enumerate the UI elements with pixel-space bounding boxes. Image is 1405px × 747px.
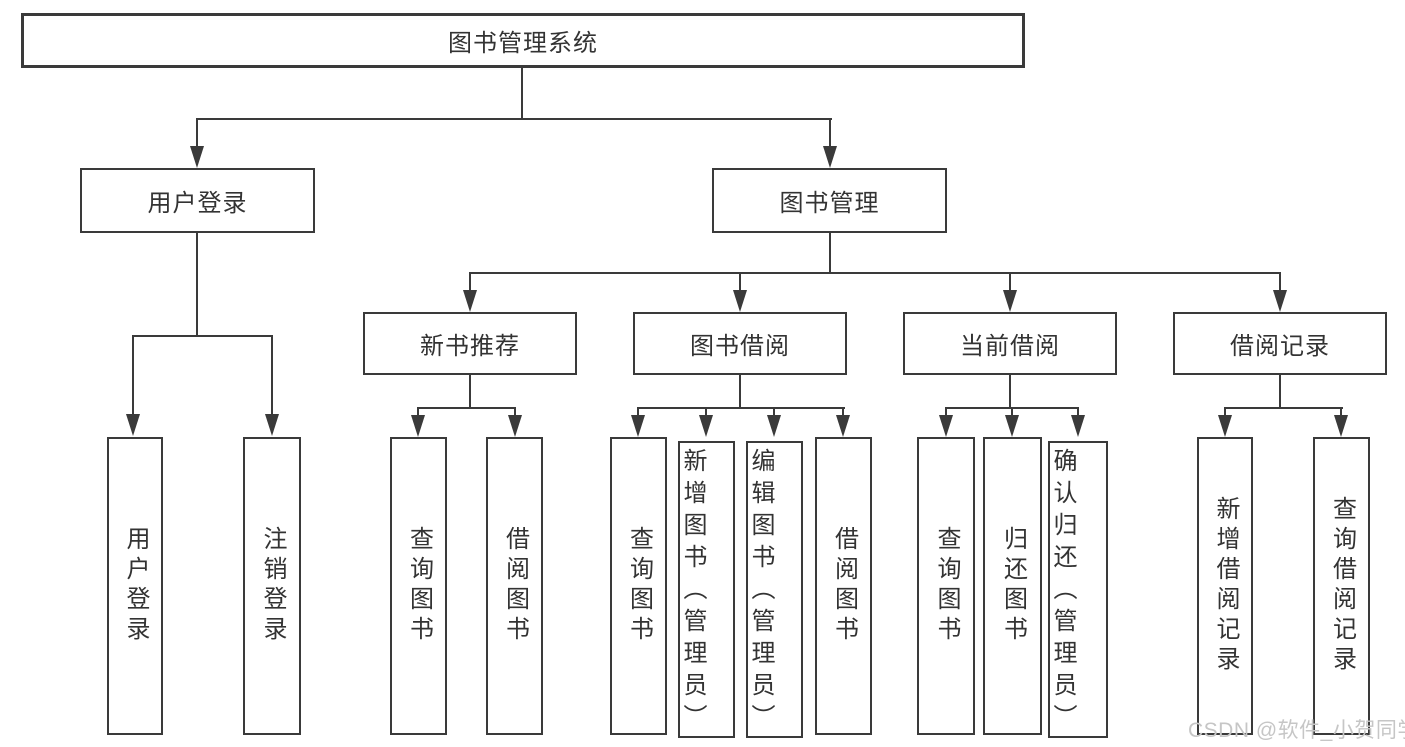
connector-user-login-stem bbox=[196, 231, 198, 335]
leaf-return-books-label: 归还图书 bbox=[999, 526, 1027, 646]
connector-arrow bbox=[939, 415, 953, 437]
leaf-borrowing-borrow-books-label: 借阅图书 bbox=[830, 526, 858, 646]
node-library-system: 图书管理系统 bbox=[21, 13, 1025, 68]
leaf-current-query-books: 查询图书 bbox=[917, 437, 975, 735]
connector-stub bbox=[1011, 407, 1013, 415]
node-borrowing-records: 借阅记录 bbox=[1173, 312, 1387, 375]
node-book-management-label: 图书管理 bbox=[779, 190, 880, 217]
connector-arrow bbox=[767, 415, 781, 437]
leaf-confirm-return-admin-label: 确认归还（管理员） bbox=[1049, 448, 1076, 736]
leaf-logout: 注销登录 bbox=[243, 437, 301, 735]
connector-leaf-user-login-arrow bbox=[126, 414, 140, 436]
connector-new-book-drop bbox=[469, 272, 471, 290]
leaf-confirm-return-admin: 确认归还（管理员） bbox=[1048, 441, 1108, 738]
leaf-user-login: 用户登录 bbox=[107, 437, 163, 735]
node-current-borrowing: 当前借阅 bbox=[903, 312, 1117, 375]
csdn-watermark: CSDN @软件_小贺同学 bbox=[1188, 719, 1405, 742]
connector-user-login-rail bbox=[132, 335, 273, 337]
leaf-recommend-query-books: 查询图书 bbox=[390, 437, 447, 735]
connector-book-mgmt-stem bbox=[829, 231, 831, 272]
connector-stub bbox=[773, 407, 775, 415]
node-book-borrowing-label: 图书借阅 bbox=[690, 333, 790, 360]
connector-book-borrow-drop bbox=[739, 272, 741, 290]
leaf-add-book-admin: 新增图书（管理员） bbox=[678, 441, 735, 738]
connector-level3-rail bbox=[469, 272, 1281, 274]
leaf-recommend-borrow-books: 借阅图书 bbox=[486, 437, 543, 735]
connector-arrow bbox=[1005, 415, 1019, 437]
connector-current-borrow-arrow bbox=[1003, 290, 1017, 312]
leaf-add-book-admin-label: 新增图书（管理员） bbox=[679, 448, 706, 736]
connector-borrow-records-arrow bbox=[1273, 290, 1287, 312]
connector-book-borrow-arrow bbox=[733, 290, 747, 312]
connector-stub bbox=[705, 407, 707, 415]
connector-stub bbox=[637, 407, 639, 415]
connector-arrow bbox=[411, 415, 425, 437]
connector-current-borrow-stem bbox=[1009, 373, 1011, 407]
connector-leaf-logout-arrow bbox=[265, 414, 279, 436]
connector-arrow bbox=[1334, 415, 1348, 437]
leaf-user-login-label: 用户登录 bbox=[122, 526, 149, 646]
node-book-management: 图书管理 bbox=[712, 168, 947, 233]
node-book-borrowing: 图书借阅 bbox=[633, 312, 847, 375]
connector-arrow bbox=[836, 415, 850, 437]
connector-book-mgmt-arrow bbox=[823, 146, 837, 168]
leaf-recommend-borrow-books-label: 借阅图书 bbox=[501, 526, 529, 646]
node-borrowing-records-label: 借阅记录 bbox=[1230, 333, 1330, 360]
leaf-add-borrow-record-label: 新增借阅记录 bbox=[1212, 496, 1239, 676]
connector-stub bbox=[1224, 407, 1226, 415]
leaf-recommend-query-books-label: 查询图书 bbox=[405, 526, 433, 646]
node-new-book-recommend: 新书推荐 bbox=[363, 312, 577, 375]
connector-stub bbox=[842, 407, 844, 415]
connector-level2-rail bbox=[196, 118, 832, 120]
connector-stub bbox=[514, 407, 516, 415]
connector-new-book-children-rail bbox=[417, 407, 516, 409]
leaf-return-books: 归还图书 bbox=[983, 437, 1042, 735]
connector-leaf-logout-drop bbox=[271, 335, 273, 414]
connector-new-book-arrow bbox=[463, 290, 477, 312]
leaf-edit-book-admin-label: 编辑图书（管理员） bbox=[747, 448, 774, 736]
node-library-system-label: 图书管理系统 bbox=[448, 30, 598, 57]
node-user-login-label: 用户登录 bbox=[147, 190, 248, 217]
leaf-logout-label: 注销登录 bbox=[259, 526, 286, 646]
connector-book-borrow-stem bbox=[739, 373, 741, 407]
connector-stub bbox=[945, 407, 947, 415]
connector-root-stem bbox=[521, 66, 523, 118]
leaf-query-borrow-record: 查询借阅记录 bbox=[1313, 437, 1370, 735]
node-current-borrowing-label: 当前借阅 bbox=[960, 333, 1060, 360]
leaf-add-borrow-record: 新增借阅记录 bbox=[1197, 437, 1253, 735]
connector-new-book-stem bbox=[469, 373, 471, 407]
connector-arrow bbox=[1071, 415, 1085, 437]
connector-arrow bbox=[508, 415, 522, 437]
connector-user-login-drop bbox=[196, 118, 198, 146]
connector-stub bbox=[417, 407, 419, 415]
connector-arrow bbox=[1218, 415, 1232, 437]
leaf-current-query-books-label: 查询图书 bbox=[933, 526, 960, 646]
connector-arrow bbox=[699, 415, 713, 437]
connector-borrow-records-drop bbox=[1279, 272, 1281, 290]
node-user-login: 用户登录 bbox=[80, 168, 315, 233]
connector-current-borrow-drop bbox=[1009, 272, 1011, 290]
leaf-query-borrow-record-label: 查询借阅记录 bbox=[1328, 496, 1356, 676]
node-new-book-recommend-label: 新书推荐 bbox=[420, 333, 520, 360]
connector-arrow bbox=[631, 415, 645, 437]
connector-borrow-records-stem bbox=[1279, 373, 1281, 407]
connector-stub bbox=[1340, 407, 1342, 415]
leaf-borrowing-borrow-books: 借阅图书 bbox=[815, 437, 872, 735]
connector-leaf-user-login-drop bbox=[132, 335, 134, 414]
connector-book-mgmt-drop bbox=[829, 118, 831, 146]
leaf-edit-book-admin: 编辑图书（管理员） bbox=[746, 441, 803, 738]
connector-borrow-records-children-rail bbox=[1224, 407, 1343, 409]
leaf-borrowing-query-books-label: 查询图书 bbox=[625, 526, 653, 646]
connector-stub bbox=[1077, 407, 1079, 415]
connector-book-borrow-children-rail bbox=[637, 407, 845, 409]
connector-user-login-arrow bbox=[190, 146, 204, 168]
leaf-borrowing-query-books: 查询图书 bbox=[610, 437, 667, 735]
